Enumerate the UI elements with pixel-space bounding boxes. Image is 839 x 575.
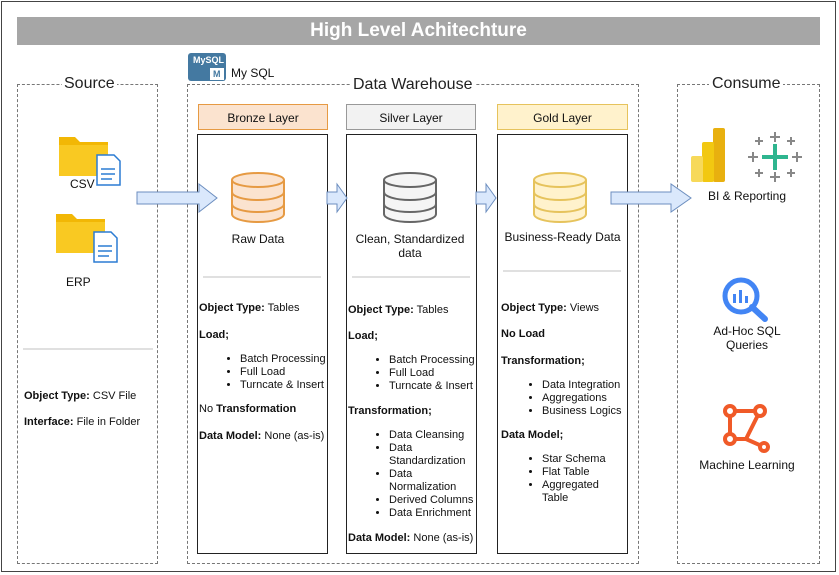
diagram-title: High Level Achitechture	[17, 17, 820, 45]
gold-separator	[503, 270, 621, 272]
silver-load-label: Load;	[348, 330, 378, 342]
gold-data-model-list: Star Schema Flat Table Aggregated Table	[526, 453, 622, 505]
list-item: Aggregated Table	[542, 479, 622, 505]
gold-caption: Business-Ready Data	[504, 230, 621, 244]
mysql-badge-letter: M	[213, 69, 221, 79]
gold-object-type: Object Type: Views	[501, 302, 600, 314]
gold-load-label: No Load	[501, 328, 545, 340]
mysql-badge-text: MySQL	[193, 55, 225, 65]
list-item: Batch Processing	[389, 354, 475, 367]
list-item: Business Logics	[542, 405, 622, 418]
source-separator	[23, 348, 153, 350]
mysql-badge-icon	[188, 53, 226, 81]
bronze-separator	[203, 276, 321, 278]
consume-heading: Consume	[709, 75, 784, 93]
erp-folder-icon	[56, 214, 118, 263]
silver-object-type: Object Type: Tables	[348, 304, 449, 316]
bronze-load-list: Batch Processing Full Load Turncate & In…	[224, 353, 326, 392]
source-heading: Source	[62, 75, 117, 93]
source-erp-label: ERP	[66, 275, 91, 289]
silver-database-icon	[383, 172, 437, 223]
list-item: Flat Table	[542, 466, 622, 479]
csv-folder-icon	[59, 137, 121, 186]
bronze-transformation: No Transformation	[199, 403, 297, 415]
list-item: Full Load	[389, 367, 475, 380]
source-interface: Interface: File in Folder	[24, 416, 141, 428]
bronze-layer-header: Bronze Layer	[198, 104, 328, 130]
gold-data-model-label: Data Model;	[501, 429, 564, 441]
list-item: Data Normalization	[389, 468, 479, 494]
bronze-database-icon	[231, 172, 285, 223]
silver-transformation-label: Transformation;	[348, 405, 432, 417]
bronze-data-model: Data Model: None (as-is)	[199, 430, 325, 442]
bronze-load-label: Load;	[199, 329, 229, 341]
power-bi-icon	[691, 128, 725, 182]
bronze-object-type: Object Type: Tables	[199, 302, 300, 314]
source-csv-label: CSV	[70, 177, 95, 191]
bi-reporting-label: BI & Reporting	[707, 189, 787, 203]
list-item: Derived Columns	[389, 494, 479, 507]
mysql-label: My SQL	[231, 66, 275, 80]
machine-learning-label: Machine Learning	[699, 458, 795, 472]
list-item: Star Schema	[542, 453, 622, 466]
arrow-gold-to-consume	[610, 183, 692, 213]
silver-data-model: Data Model: None (as-is)	[348, 532, 474, 544]
silver-caption: Clean, Standardized data	[355, 232, 465, 260]
arrow-bronze-to-silver	[326, 182, 348, 214]
source-object-type: Object Type: CSV File	[24, 390, 137, 402]
list-item: Turncate & Insert	[389, 380, 475, 393]
list-item: Data Integration	[542, 379, 622, 392]
gold-layer-header: Gold Layer	[497, 104, 628, 130]
silver-load-list: Batch Processing Full Load Turncate & In…	[373, 354, 475, 393]
gold-transformation-label: Transformation;	[501, 355, 585, 367]
list-item: Data Enrichment	[389, 507, 479, 520]
gold-transformation-list: Data Integration Aggregations Business L…	[526, 379, 622, 418]
arrow-silver-to-gold	[475, 182, 497, 214]
gold-database-icon	[533, 172, 587, 223]
silver-separator	[352, 276, 470, 278]
list-item: Aggregations	[542, 392, 622, 405]
list-item: Turncate & Insert	[240, 379, 326, 392]
ml-network-icon	[723, 404, 770, 453]
list-item: Full Load	[240, 366, 326, 379]
arrow-source-to-bronze	[136, 182, 218, 214]
query-magnifier-icon	[722, 277, 768, 322]
adhoc-queries-label: Ad-Hoc SQL Queries	[713, 324, 781, 352]
list-item: Data Standardization	[389, 442, 479, 468]
list-item: Data Cleansing	[389, 429, 479, 442]
silver-layer-header: Silver Layer	[346, 104, 476, 130]
silver-transformation-list: Data Cleansing Data Standardization Data…	[373, 429, 479, 520]
tableau-icon	[748, 132, 802, 182]
warehouse-heading: Data Warehouse	[350, 76, 476, 94]
bronze-caption: Raw Data	[231, 232, 285, 246]
list-item: Batch Processing	[240, 353, 326, 366]
